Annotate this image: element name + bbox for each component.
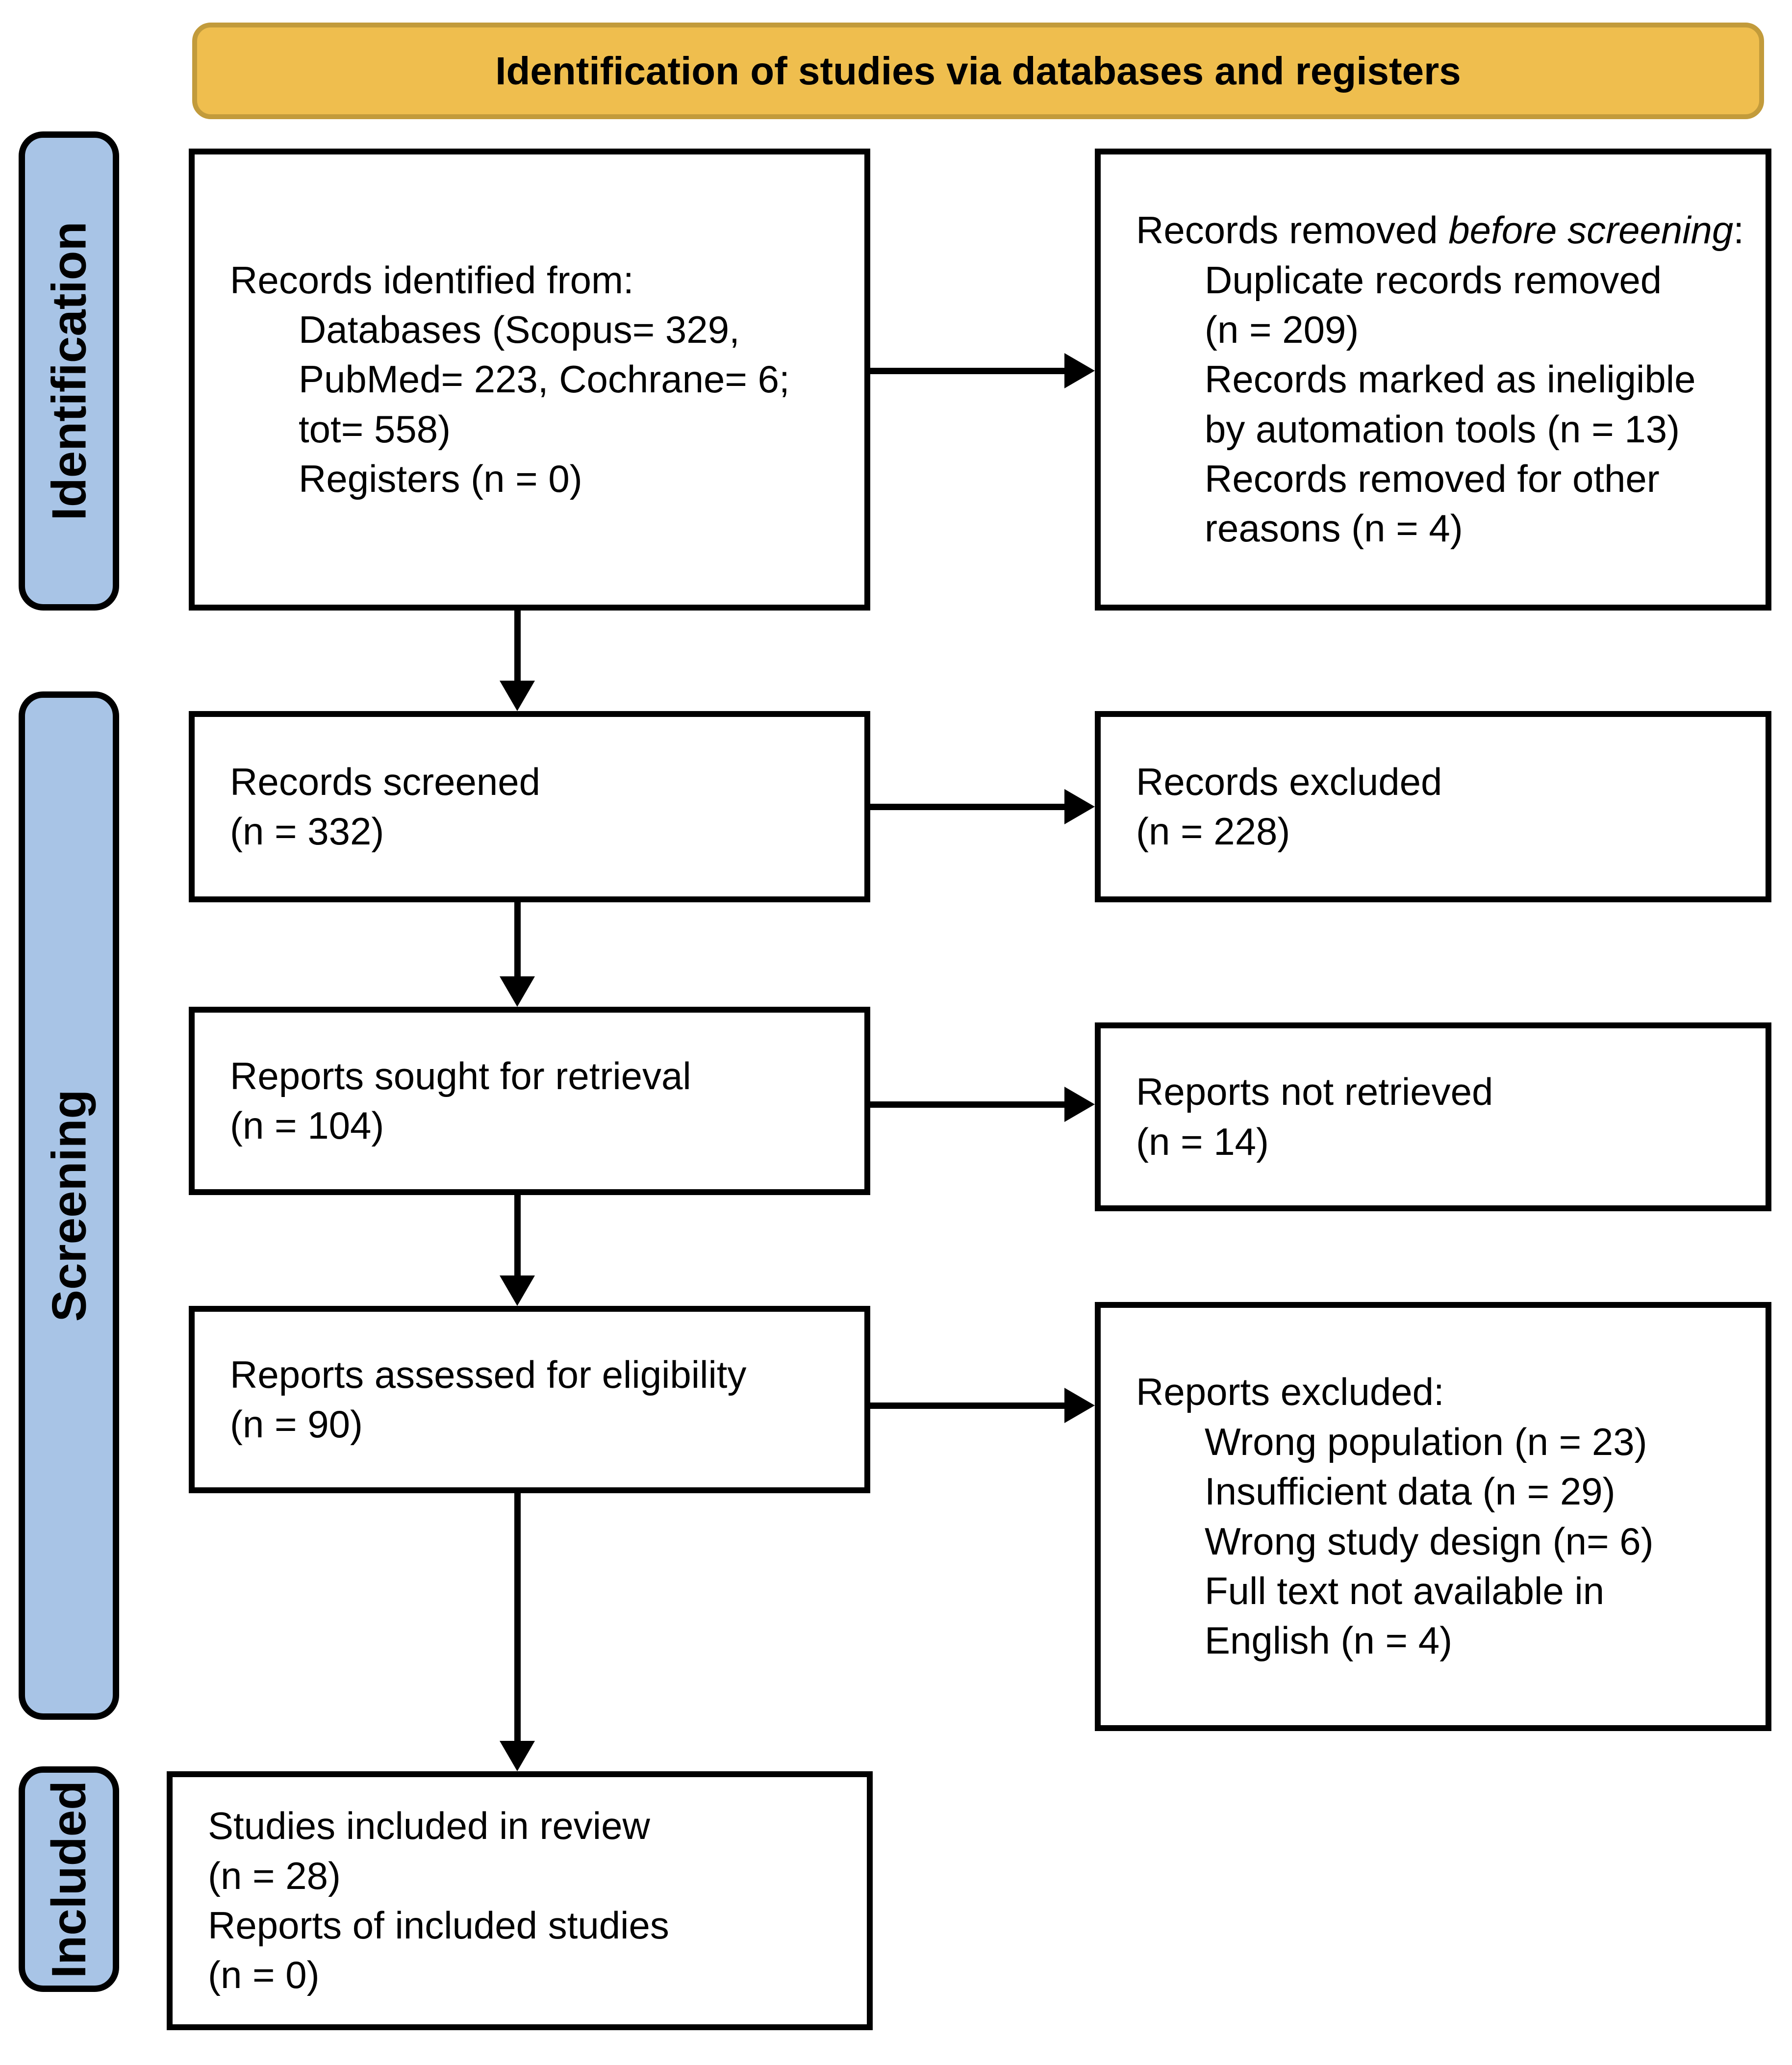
box-heading: Records removed before screening: [1136, 205, 1746, 255]
rail-included-label: Included [42, 1780, 96, 1978]
box-line: Records marked as ineligible [1205, 357, 1696, 401]
box-count: (n = 104) [230, 1104, 384, 1147]
title-banner-text: Identification of studies via databases … [495, 49, 1461, 93]
rail-screening: Screening [19, 691, 119, 1720]
box-line: Reports of included studies [208, 1904, 669, 1947]
arrow-line [514, 611, 521, 681]
box-label: Reports assessed for eligibility [230, 1352, 747, 1396]
box-reports-assessed: Reports assessed for eligibility (n = 90… [189, 1306, 870, 1493]
box-line: Records removed for other [1205, 457, 1660, 501]
box-line: Studies included in review [208, 1804, 650, 1848]
box-line: Duplicate records removed [1205, 258, 1662, 302]
box-line: (n = 209) [1205, 307, 1359, 351]
box-count: (n = 90) [230, 1402, 363, 1446]
box-records-excluded: Records excluded (n = 228) [1095, 711, 1771, 902]
box-line: PubMed= 223, Cochrane= 6; [299, 357, 790, 401]
heading-suffix: : [1733, 208, 1744, 252]
box-label: Reports sought for retrieval [230, 1054, 691, 1097]
box-count: (n = 14) [1136, 1120, 1269, 1163]
box-heading: Records identified from: [230, 258, 634, 302]
arrow-head-icon [500, 1741, 535, 1771]
rail-identification-label: Identification [42, 221, 96, 521]
box-line: by automation tools (n = 13) [1205, 407, 1680, 451]
box-label: Records excluded [1136, 760, 1442, 803]
arrow-head-icon [1064, 789, 1095, 824]
box-records-screened: Records screened (n = 332) [189, 711, 870, 902]
box-reports-sought: Reports sought for retrieval (n = 104) [189, 1007, 870, 1195]
box-label: Reports not retrieved [1136, 1070, 1493, 1114]
box-line: Wrong study design (n= 6) [1205, 1519, 1654, 1563]
arrow-head-icon [500, 976, 535, 1007]
box-records-identified: Records identified from: Databases (Scop… [189, 149, 870, 611]
box-line: Wrong population (n = 23) [1205, 1420, 1647, 1463]
box-count: (n = 332) [230, 810, 384, 853]
arrow-head-icon [500, 681, 535, 711]
rail-included: Included [19, 1766, 119, 1992]
box-line: English (n = 4) [1205, 1619, 1453, 1662]
box-line: Registers (n = 0) [299, 457, 582, 501]
arrow-head-icon [1064, 1388, 1095, 1423]
box-line: (n = 28) [208, 1854, 341, 1897]
rail-identification: Identification [19, 131, 119, 611]
box-line: reasons (n = 4) [1205, 507, 1463, 550]
heading-italic: before screening [1448, 208, 1734, 252]
box-heading: Reports excluded: [1136, 1370, 1444, 1414]
box-line: Full text not available in [1205, 1569, 1605, 1612]
heading-prefix: Records removed [1136, 208, 1449, 252]
arrow-line [514, 1493, 521, 1741]
box-line: tot= 558) [299, 407, 451, 451]
box-count: (n = 228) [1136, 810, 1290, 853]
arrow-line [870, 804, 1064, 810]
arrow-line [870, 368, 1064, 374]
box-line: Databases (Scopus= 329, [299, 307, 740, 351]
arrow-line [514, 902, 521, 976]
arrow-head-icon [1064, 353, 1095, 388]
arrow-head-icon [1064, 1087, 1095, 1122]
box-studies-included: Studies included in review (n = 28) Repo… [167, 1771, 873, 2030]
arrow-line [514, 1195, 521, 1275]
box-label: Records screened [230, 760, 540, 803]
title-banner: Identification of studies via databases … [192, 23, 1764, 119]
arrow-line [870, 1402, 1064, 1409]
box-line: Insufficient data (n = 29) [1205, 1470, 1615, 1513]
rail-screening-label: Screening [42, 1089, 96, 1322]
box-records-removed: Records removed before screening: Duplic… [1095, 149, 1771, 611]
box-reports-excluded: Reports excluded: Wrong population (n = … [1095, 1302, 1771, 1731]
arrow-line [870, 1101, 1064, 1108]
box-reports-not-retrieved: Reports not retrieved (n = 14) [1095, 1022, 1771, 1211]
arrow-head-icon [500, 1275, 535, 1306]
box-line: (n = 0) [208, 1953, 320, 1997]
